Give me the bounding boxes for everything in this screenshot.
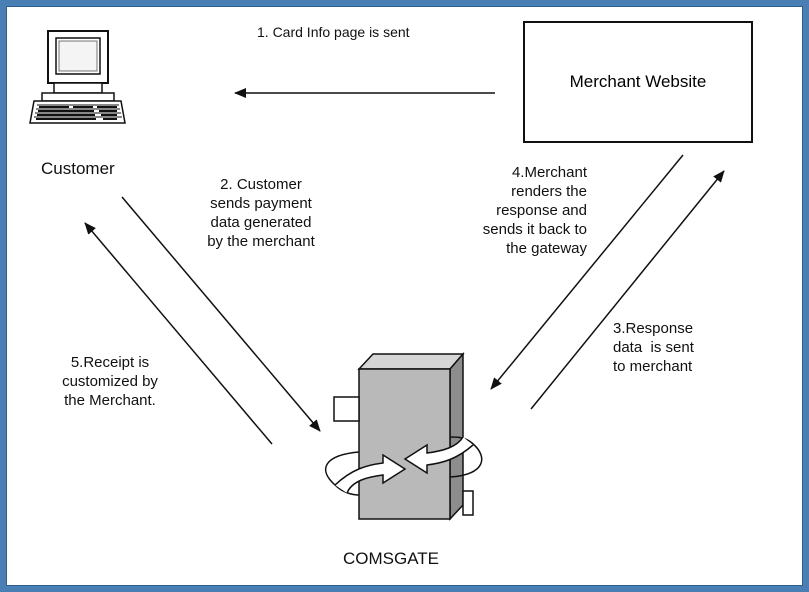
merchant-website-label: Merchant Website — [569, 72, 707, 91]
step4-label: 4.Merchant renders the response and send… — [482, 164, 587, 257]
arrow-step2 — [121, 196, 321, 432]
comsgate-label: COMSGATE — [343, 549, 440, 568]
merchant-website-box: Merchant Website — [523, 21, 753, 143]
arrow-step5 — [84, 222, 273, 445]
diagram-canvas: 1. Card Info page is sent Merchant Websi… — [6, 6, 803, 586]
step2-label: 2. Customer sends payment data generated… — [207, 176, 315, 250]
customer-label: Customer — [41, 159, 115, 178]
step1-label: 1. Card Info page is sent — [257, 24, 410, 40]
computer-icon — [29, 30, 126, 124]
gateway-device-icon — [324, 351, 483, 521]
arrow-step3 — [530, 170, 725, 410]
diagram-graphics — [29, 30, 725, 521]
step5-label: 5.Receipt is customized by the Merchant. — [62, 354, 158, 409]
arrow-step4 — [490, 154, 684, 390]
step3-label: 3.Response data is sent to merchant — [613, 320, 694, 375]
